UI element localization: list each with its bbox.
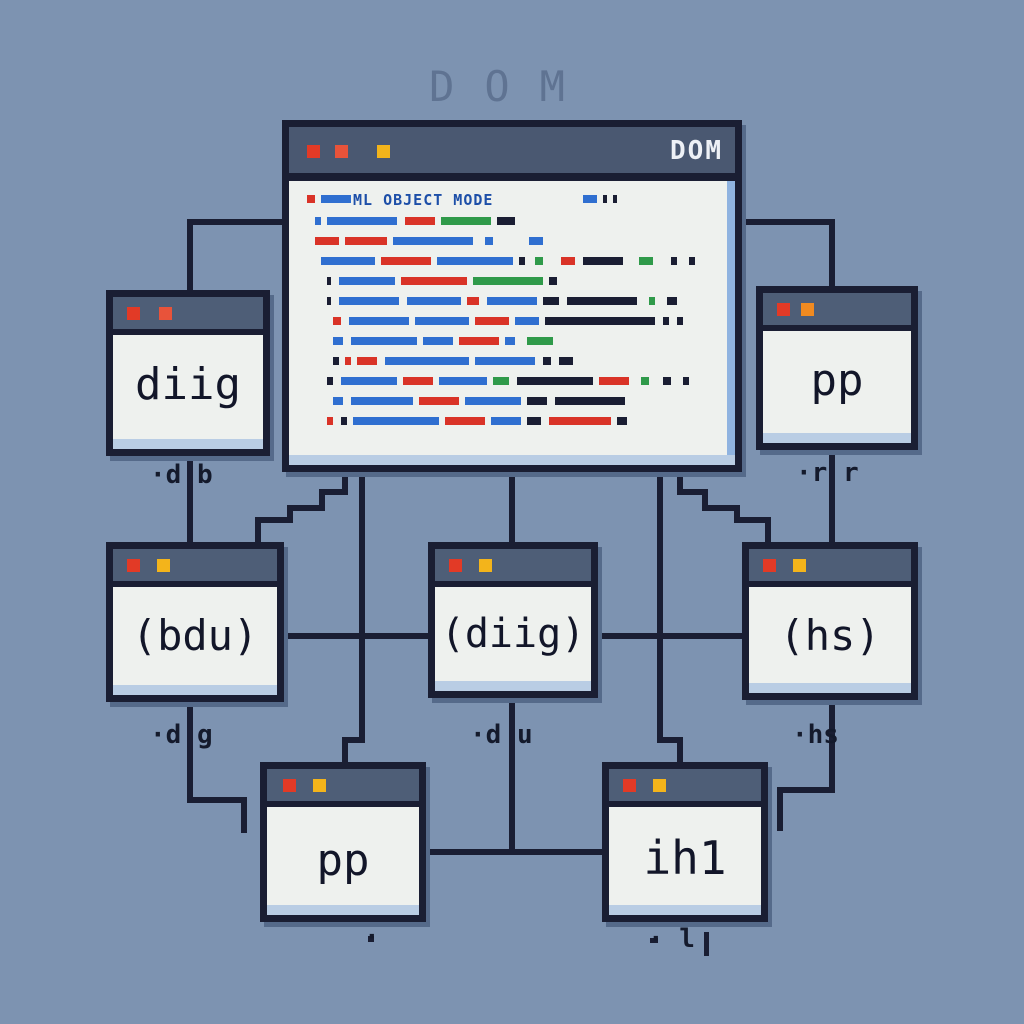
node-label: pp — [316, 835, 370, 886]
node-label: pp — [810, 355, 864, 406]
node-pp-bottom[interactable]: pp — [260, 762, 426, 922]
connector-hs-h1 — [777, 695, 835, 831]
node-titlebar — [609, 769, 761, 807]
minimize-dot-icon[interactable] — [801, 303, 814, 316]
main-heading: ML OBJECT MODE — [353, 191, 494, 209]
node-sublabel: ·d u — [470, 720, 533, 750]
node-label: (bdu) — [131, 611, 259, 660]
node-sublabel: ·d g — [150, 720, 213, 750]
close-dot-icon[interactable] — [777, 303, 790, 316]
maximize-dot-icon[interactable] — [793, 559, 806, 572]
node-hs[interactable]: (hs) — [742, 542, 918, 700]
connector-main-hs-step — [677, 467, 771, 551]
node-titlebar — [763, 293, 911, 331]
node-label: (diig) — [440, 611, 586, 657]
node-sublabel: ·d b — [150, 460, 213, 490]
close-dot-icon[interactable] — [283, 779, 296, 792]
close-dot-icon[interactable] — [127, 559, 140, 572]
connector-main-bdu-step — [255, 467, 348, 551]
node-titlebar — [267, 769, 419, 807]
node-sublabel: · l — [648, 924, 695, 954]
connector-main-diig — [187, 219, 287, 295]
connector-main-pp-right — [739, 219, 835, 291]
node-label: ih1 — [643, 831, 727, 885]
node-sublabel: · — [364, 922, 380, 952]
maximize-dot-icon[interactable] — [313, 779, 326, 792]
node-titlebar — [435, 549, 591, 587]
node-label: (hs) — [779, 611, 881, 660]
connector-main-h1 — [657, 467, 683, 768]
node-sublabel: ·hs — [792, 720, 839, 750]
maximize-dot-icon[interactable] — [653, 779, 666, 792]
node-label: diig — [135, 359, 241, 410]
close-dot-icon[interactable] — [449, 559, 462, 572]
connector-main-pp-bottom — [342, 467, 365, 768]
node-diig[interactable]: diig — [106, 290, 270, 456]
main-html-window[interactable]: DOM ML OBJECT MODE — [282, 120, 742, 472]
node-titlebar — [113, 297, 263, 335]
main-window-title: DOM — [670, 136, 723, 166]
node-diig-center[interactable]: (diig) — [428, 542, 598, 698]
close-dot-icon[interactable] — [127, 307, 140, 320]
node-titlebar — [749, 549, 911, 587]
node-h1[interactable]: ih1 — [602, 762, 768, 922]
node-bdu[interactable]: (bdu) — [106, 542, 284, 702]
close-dot-icon[interactable] — [763, 559, 776, 572]
maximize-dot-icon[interactable] — [157, 559, 170, 572]
maximize-dot-icon[interactable] — [479, 559, 492, 572]
node-pp-right[interactable]: pp — [756, 286, 918, 450]
minimize-dot-icon[interactable] — [159, 307, 172, 320]
node-sublabel: ·r r — [796, 458, 859, 488]
connector-bdu-pp-bottom — [187, 699, 247, 833]
minimize-dot-icon[interactable] — [335, 145, 348, 158]
close-dot-icon[interactable] — [307, 145, 320, 158]
main-code-area: ML OBJECT MODE — [293, 181, 723, 451]
close-dot-icon[interactable] — [623, 779, 636, 792]
node-titlebar — [113, 549, 277, 587]
maximize-dot-icon[interactable] — [377, 145, 390, 158]
dom-header-label: DOM — [429, 62, 595, 111]
main-titlebar: DOM — [289, 127, 735, 181]
